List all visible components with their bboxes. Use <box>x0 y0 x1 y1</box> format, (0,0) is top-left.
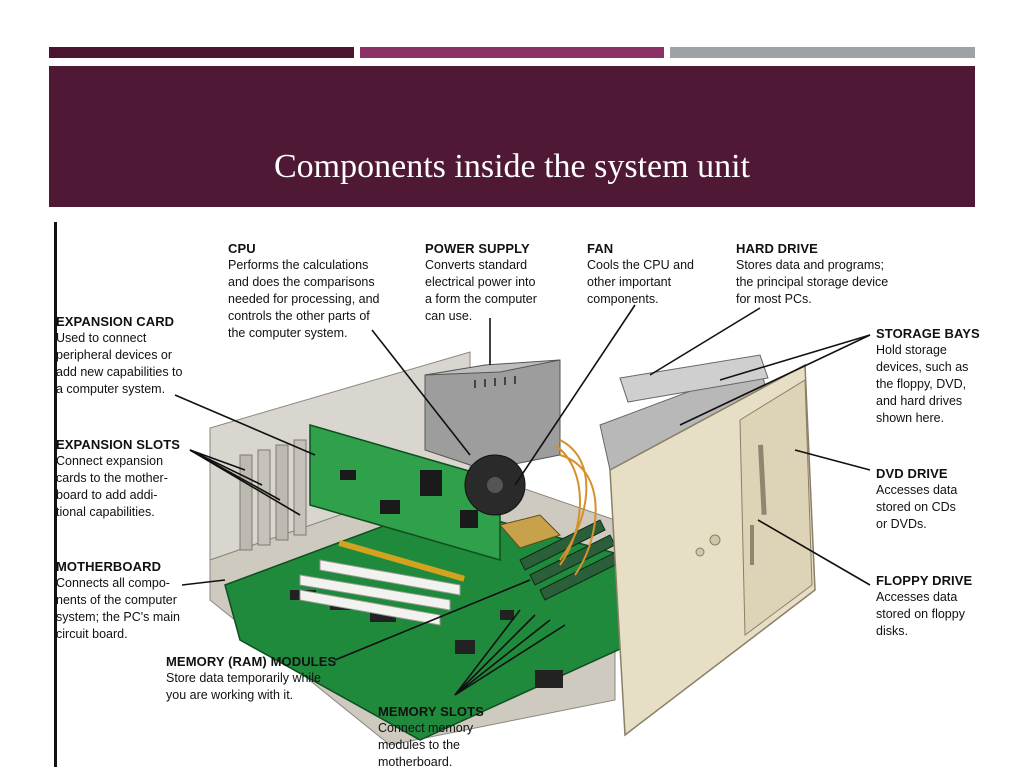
callout-body: Converts standard electrical power into … <box>425 258 537 323</box>
case-front-face <box>739 379 813 636</box>
callout-body: Connect expansion cards to the mother- b… <box>56 454 168 519</box>
pci-slots <box>299 559 461 626</box>
callout-body: Connects all compo- nents of the compute… <box>56 576 180 641</box>
callout-hard-drive: HARD DRIVE Stores data and programs; the… <box>736 240 888 308</box>
callout-heading: EXPANSION CARD <box>56 314 175 329</box>
leader-lines <box>174 304 871 696</box>
hard-drive-unit <box>619 354 769 403</box>
callout-heading: DVD DRIVE <box>876 466 948 481</box>
callout-heading: EXPANSION SLOTS <box>56 437 181 452</box>
illustration-frame-line <box>54 222 57 767</box>
callout-body: Hold storage devices, such as the floppy… <box>876 343 969 425</box>
callout-fan: FAN Cools the CPU and other important co… <box>587 240 694 308</box>
callout-power-supply: POWER SUPPLY Converts standard electrica… <box>425 240 537 325</box>
callout-memory-slots: MEMORY SLOTS Connect memory modules to t… <box>378 703 484 771</box>
callout-heading: POWER SUPPLY <box>425 241 530 256</box>
dvd-drive-slot <box>758 444 767 515</box>
callout-heading: MOTHERBOARD <box>56 559 162 574</box>
callout-cpu: CPU Performs the calculations and does t… <box>228 240 380 342</box>
callout-storage-bays: STORAGE BAYS Hold storage devices, such … <box>876 325 980 427</box>
title-banner <box>49 66 975 207</box>
expansion-card-chips <box>340 470 478 528</box>
callout-floppy-drive: FLOPPY DRIVE Accesses data stored on flo… <box>876 572 972 640</box>
power-button <box>709 534 721 546</box>
callout-memory-modules: MEMORY (RAM) MODULES Store data temporar… <box>166 653 336 704</box>
callout-dvd-drive: DVD DRIVE Accesses data stored on CDs or… <box>876 465 957 533</box>
callout-heading: CPU <box>228 241 256 256</box>
callout-body: Used to connect peripheral devices or ad… <box>56 331 183 396</box>
power-supply-top <box>424 359 561 376</box>
callout-heading: FAN <box>587 241 614 256</box>
callout-body: Cools the CPU and other important compon… <box>587 258 695 306</box>
callout-heading: MEMORY SLOTS <box>378 704 484 719</box>
power-supply-unit <box>424 359 561 471</box>
power-supply-vents <box>474 376 516 388</box>
reset-button <box>695 547 705 557</box>
callout-body: Stores data and programs; the principal … <box>736 258 889 306</box>
callout-heading: FLOPPY DRIVE <box>876 573 973 588</box>
callout-expansion-card: EXPANSION CARD Used to connect periphera… <box>56 313 182 398</box>
top-accent-stripe-2 <box>360 47 664 58</box>
top-accent-stripe-1 <box>49 47 354 58</box>
slide-title: Components inside the system unit <box>274 148 750 185</box>
cpu-chip <box>499 514 561 549</box>
callout-body: Accesses data stored on floppy disks. <box>876 590 965 638</box>
callout-motherboard: MOTHERBOARD Connects all compo- nents of… <box>56 558 180 643</box>
ram-modules <box>519 519 626 601</box>
power-cables <box>554 439 597 576</box>
callout-heading: MEMORY (RAM) MODULES <box>166 654 337 669</box>
expansion-card-board <box>309 424 501 561</box>
callout-expansion-slots: EXPANSION SLOTS Connect expansion cards … <box>56 436 180 521</box>
top-accent-stripe-3 <box>670 47 975 58</box>
callout-body: Performs the calculations and does the c… <box>228 258 380 340</box>
callout-heading: STORAGE BAYS <box>876 326 980 341</box>
callout-body: Accesses data stored on CDs or DVDs. <box>876 483 958 531</box>
cpu-fan-hub <box>487 477 503 493</box>
callout-body: Store data temporarily while you are wor… <box>166 671 321 702</box>
expansion-card-edge-connector <box>338 540 465 582</box>
callout-heading: HARD DRIVE <box>736 241 818 256</box>
floppy-drive-slot <box>750 525 754 565</box>
callout-body: Connect memory modules to the motherboar… <box>378 721 474 769</box>
